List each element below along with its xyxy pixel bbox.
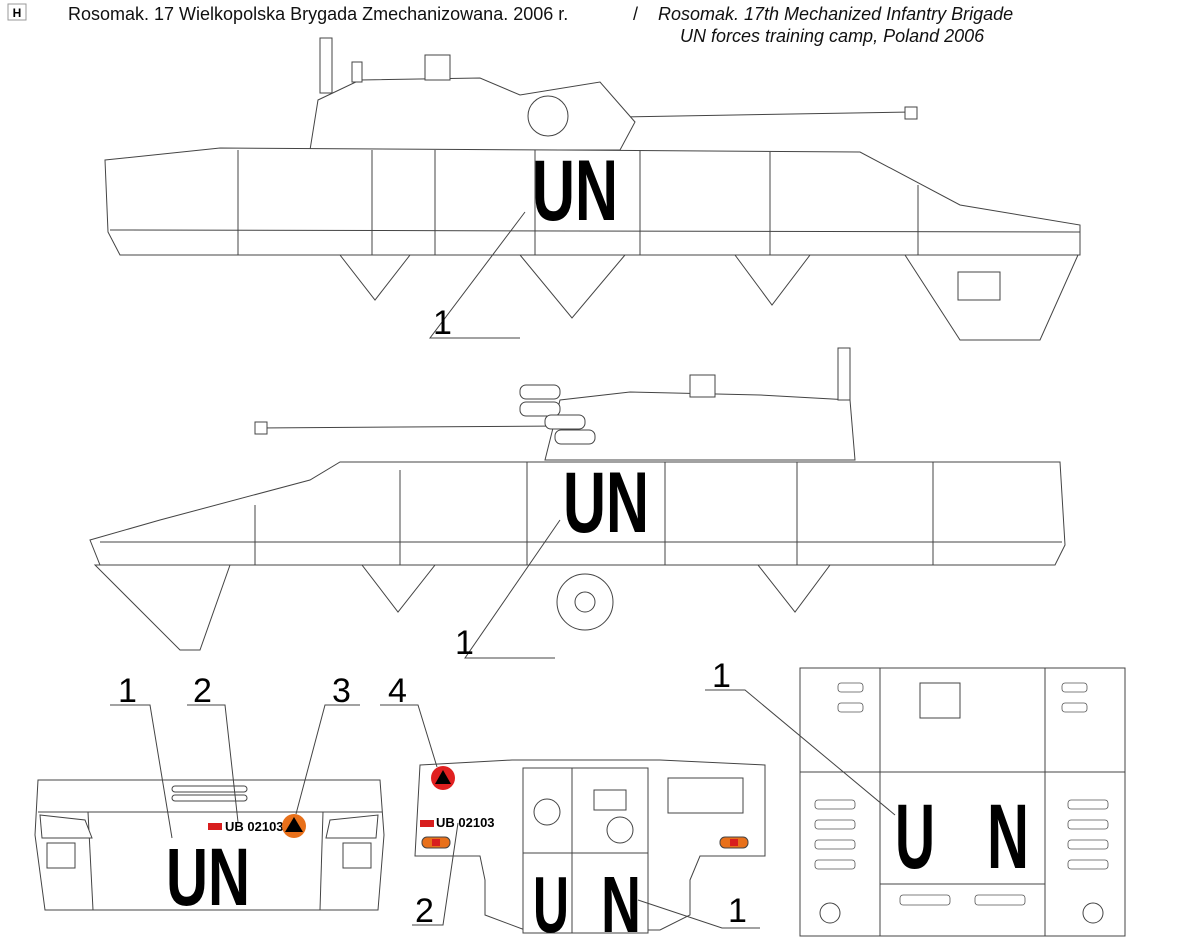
top-view: U N 1 [705, 657, 1126, 937]
wheel-guard [338, 254, 412, 301]
stowage-box [667, 777, 744, 814]
tail-lamp-red [730, 839, 738, 846]
hull-seam [87, 811, 94, 911]
hatch [957, 271, 1001, 301]
tail-lamp-red [432, 839, 440, 846]
turret-sight [689, 374, 716, 398]
reg-plate-red-mark [420, 820, 434, 827]
hull [104, 147, 1081, 256]
callout-number-2: 2 [193, 672, 212, 710]
n-marking: N [601, 860, 641, 945]
triangle-marking-icon [285, 817, 303, 832]
triangle-marking-icon [435, 770, 451, 784]
title-polish: Rosomak. 17 Wielkopolska Brygada Zmechan… [68, 4, 568, 24]
logo: H [13, 6, 22, 20]
turret [544, 391, 856, 461]
registration-number: UB 02103 [436, 815, 495, 830]
sensor-mast [319, 37, 333, 94]
headlight [39, 814, 93, 839]
vent-slots [814, 682, 1109, 906]
callout-line [428, 211, 526, 339]
callout-number-3: 3 [332, 672, 351, 710]
callout-line-1 [637, 899, 760, 929]
turret-hatch [919, 682, 961, 719]
callout-number-4: 4 [388, 672, 407, 710]
vent [171, 794, 248, 802]
front-view: UB 02103 UN 1 2 3 [34, 672, 385, 923]
cannon-barrel [257, 425, 561, 429]
title-english-line1: Rosomak. 17th Mechanized Infantry Brigad… [658, 4, 1013, 24]
rear-door [522, 767, 649, 934]
front-hull [93, 564, 231, 651]
title-separator: / [633, 4, 638, 24]
turret-fitting [351, 61, 363, 83]
turret-hatch [527, 95, 569, 137]
callout-number: 1 [433, 304, 452, 342]
side-view-left: UN 1 [89, 347, 1066, 662]
hull-panel-lines [237, 150, 919, 255]
callout-line-1 [110, 704, 173, 839]
vent [171, 785, 248, 793]
roof-hatches [879, 771, 1046, 885]
hull-seam [319, 811, 324, 911]
wheel-hub [574, 591, 596, 613]
u-marking: U [533, 860, 569, 945]
n-marking: N [987, 786, 1029, 888]
wheel-guard [734, 254, 812, 306]
door-port [533, 798, 561, 826]
logo-box [7, 3, 27, 21]
callout-line-2 [187, 704, 239, 823]
muzzle-brake [904, 106, 918, 120]
wheel-guard [756, 564, 831, 613]
wheel-guard [360, 564, 437, 613]
callout-line [705, 689, 896, 816]
un-marking: UN [563, 455, 649, 551]
wheel-guard [518, 254, 627, 319]
callout-line-3 [295, 704, 360, 815]
callout-number-1: 1 [118, 672, 137, 710]
tow-hook [819, 902, 841, 924]
smoke-grenade-launchers [519, 384, 596, 445]
callout-number-1: 1 [728, 892, 747, 930]
hatch [342, 842, 372, 869]
turret [309, 77, 636, 151]
rear-view: UB 02103 U N 4 2 1 [380, 672, 766, 945]
u-marking: U [895, 786, 935, 888]
registration-number: UB 02103 [225, 819, 284, 834]
un-marking: UN [166, 832, 250, 923]
callout-line-4 [380, 704, 438, 768]
un-marking: UN [532, 143, 618, 239]
callout-number: 1 [712, 657, 731, 695]
reg-plate-red-mark [208, 823, 222, 830]
callout-number-2: 2 [415, 892, 434, 930]
callout-number: 1 [455, 624, 474, 662]
callout-line [464, 519, 561, 659]
hull-panel-lines [254, 462, 934, 565]
callout-line-2 [412, 822, 459, 926]
turret-sight [424, 54, 451, 81]
vision-block [593, 789, 627, 811]
side-view-right: UN 1 [104, 37, 1081, 342]
tow-hook [1082, 902, 1104, 924]
hatch [46, 842, 76, 869]
title-english-line2: UN forces training camp, Poland 2006 [680, 26, 985, 46]
sensor-mast [837, 347, 851, 401]
door-port [606, 816, 634, 844]
header: H Rosomak. 17 Wielkopolska Brygada Zmech… [7, 3, 1013, 46]
muzzle-brake [254, 421, 268, 435]
headlight [325, 814, 379, 839]
